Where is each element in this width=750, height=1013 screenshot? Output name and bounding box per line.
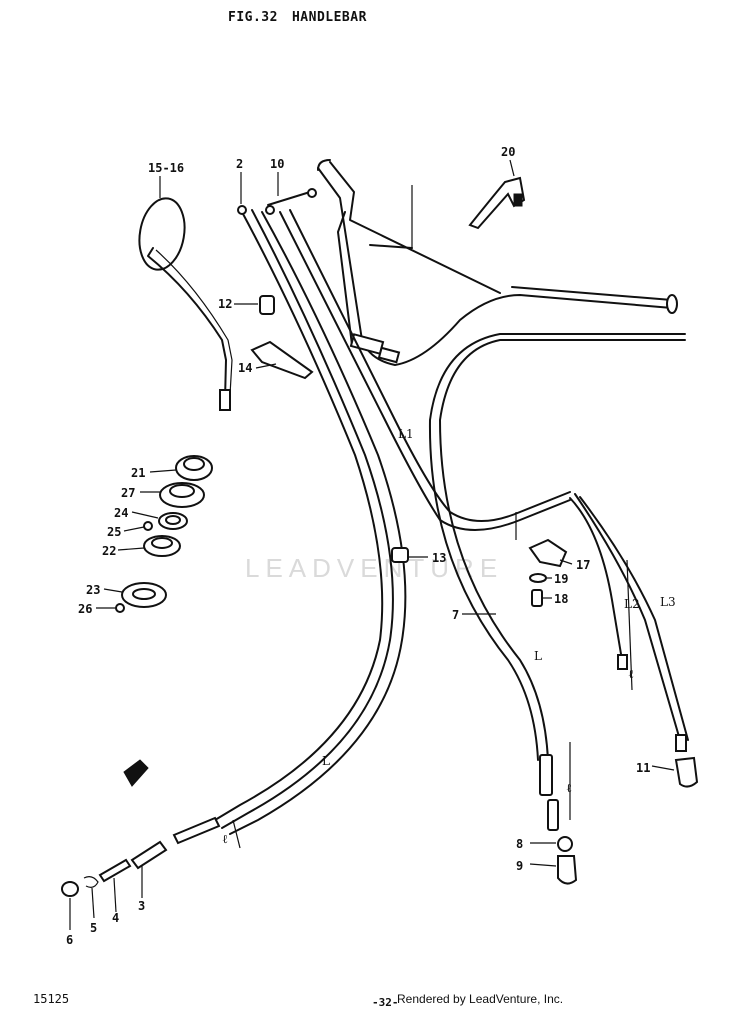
- mirror[interactable]: [134, 195, 233, 411]
- page-number: -32-: [372, 996, 399, 1009]
- callout-11: 11: [636, 761, 650, 775]
- dim-ell-brake: ℓ: [566, 781, 572, 795]
- callout-24: 24: [114, 506, 128, 520]
- callout-9: 9: [516, 859, 523, 873]
- throttle-cable[interactable]: [177, 188, 407, 839]
- callout-10: 10: [270, 157, 284, 171]
- adjuster-4[interactable]: [98, 858, 132, 883]
- leader-lines: [69, 159, 675, 930]
- callout-21: 21: [131, 466, 145, 480]
- dim-l-throttle: L: [322, 754, 330, 768]
- nut-6[interactable]: [61, 881, 79, 897]
- callout-6: 6: [66, 933, 73, 947]
- brake-cable-7[interactable]: [428, 333, 686, 831]
- meter-cables[interactable]: [569, 493, 689, 752]
- race-22[interactable]: [143, 535, 181, 557]
- callout-4: 4: [112, 911, 119, 925]
- lever-bracket[interactable]: [468, 176, 526, 230]
- race-24[interactable]: [158, 512, 188, 530]
- cable-end-sleeve: [172, 816, 221, 845]
- seal-23[interactable]: [121, 582, 167, 608]
- boot-11[interactable]: [674, 756, 699, 788]
- callout-2: 2: [236, 157, 243, 171]
- callout-17: 17: [576, 558, 590, 572]
- figure-name: HANDLEBAR: [291, 10, 367, 25]
- dim-l2: L2: [624, 597, 640, 611]
- callout-20: 20: [501, 145, 515, 159]
- render-credit: Rendered by LeadVenture, Inc.: [397, 992, 564, 1006]
- boot-9[interactable]: [557, 855, 578, 885]
- callout-3: 3: [138, 899, 145, 913]
- callout-7: 7: [452, 608, 459, 622]
- dim-l1: L1: [398, 427, 414, 441]
- stem-nut-21[interactable]: [175, 455, 213, 481]
- bracket-17[interactable]: [528, 538, 568, 568]
- clutch-cable-l1[interactable]: [279, 209, 571, 531]
- callout-13: 13: [432, 551, 446, 565]
- callout-19: 19: [554, 572, 568, 586]
- callout-14: 14: [238, 361, 252, 375]
- ball-25[interactable]: [143, 521, 153, 531]
- callout-26: 26: [78, 602, 92, 616]
- dim-ell-throttle: ℓ: [222, 832, 228, 846]
- cable-clip-12[interactable]: [259, 295, 275, 315]
- figure-number: FIG.32: [228, 10, 278, 25]
- model-code: 15125: [33, 992, 70, 1006]
- callout-23: 23: [86, 583, 100, 597]
- washer-27[interactable]: [159, 482, 205, 508]
- callout-25: 25: [107, 525, 121, 539]
- cable-guide-plate-14[interactable]: [250, 340, 314, 380]
- small-bracket: [123, 759, 149, 787]
- ball-26[interactable]: [115, 603, 125, 613]
- callout-22: 22: [102, 544, 116, 558]
- dim-l3: L3: [660, 595, 676, 609]
- callout-18: 18: [554, 592, 568, 606]
- clip-5[interactable]: [83, 876, 99, 888]
- dim-ell-meter: ℓ: [628, 667, 634, 681]
- spring-3[interactable]: [130, 840, 168, 870]
- callout-8: 8: [516, 837, 523, 851]
- callout-15-16: 15-16: [148, 161, 184, 175]
- callout-27: 27: [121, 486, 135, 500]
- dim-l-brake: L: [534, 649, 542, 663]
- callout-5: 5: [90, 921, 97, 935]
- figure-title: FIG.32 HANDLEBAR: [228, 10, 381, 25]
- bolt-18[interactable]: [531, 589, 543, 607]
- cable-clamp-13[interactable]: [391, 547, 409, 563]
- handlebar[interactable]: [317, 159, 678, 366]
- washer-19[interactable]: [529, 573, 547, 583]
- callout-12: 12: [218, 297, 232, 311]
- nut-8[interactable]: [557, 836, 573, 852]
